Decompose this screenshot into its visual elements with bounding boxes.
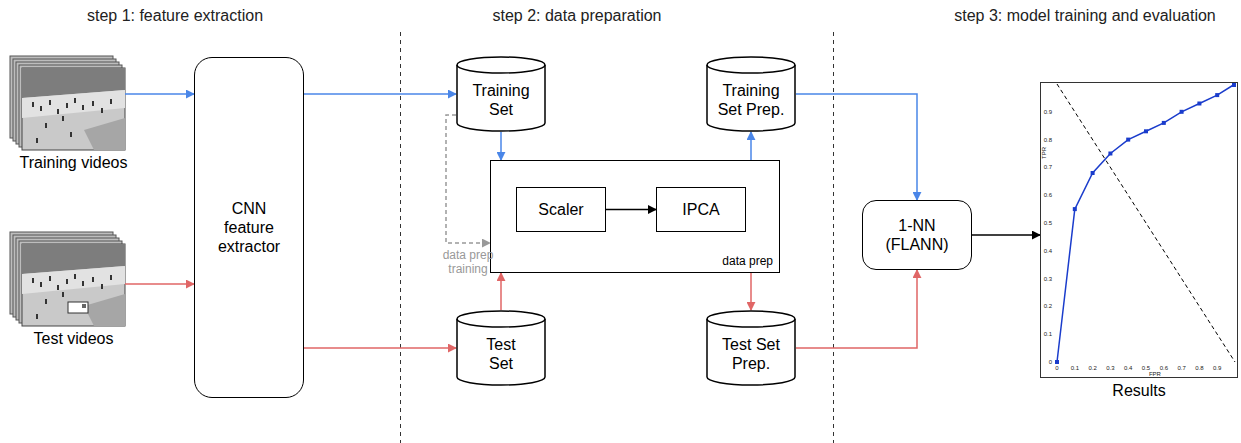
axis-tick: 0.9: [1044, 109, 1052, 115]
axis-tick: 0.1: [1044, 331, 1052, 337]
connector: [606, 209, 656, 211]
axis-tick: 0.9: [1213, 365, 1221, 371]
axis-tick: 0.3: [1106, 365, 1114, 371]
process-box: CNN feature extractor: [194, 57, 304, 398]
axis-tick: 0.2: [1044, 303, 1052, 309]
node-text: Test Set: [476, 335, 526, 373]
divider-lines: [401, 32, 834, 443]
axis-tick: 0: [1049, 359, 1052, 365]
axis-tick: 0.7: [1044, 164, 1052, 170]
node-text: CNN feature extractor: [209, 199, 289, 257]
video-frames: [10, 232, 125, 326]
axis-tick: 0.5: [1044, 220, 1052, 226]
connector: [750, 132, 752, 160]
axis-tick: 0.7: [1177, 365, 1185, 371]
connector: [500, 132, 502, 160]
connector: [125, 93, 194, 95]
data-cylinder: Training Set Prep.: [706, 56, 796, 132]
node-text: IPCA: [682, 200, 719, 219]
connector: [796, 270, 917, 348]
data-cylinder: Training Set: [456, 56, 546, 132]
edge-label: data prep training: [438, 248, 498, 277]
axis-title: FPR: [1149, 371, 1161, 377]
video-frames: [10, 56, 125, 150]
video-stack: Test videos: [22, 244, 125, 326]
data-cylinder: Test Set Prep.: [706, 310, 796, 386]
axis-title: TPR: [1041, 147, 1047, 159]
axis-tick: 0.2: [1088, 365, 1096, 371]
connector: [750, 273, 752, 310]
axis-tick: 0.8: [1195, 365, 1203, 371]
node-text: Training Set Prep.: [713, 81, 789, 119]
step-heading: step 1: feature extraction: [87, 6, 263, 25]
connector: [304, 347, 456, 349]
axis-tick: 0.8: [1044, 137, 1052, 143]
connector: [125, 283, 194, 285]
axis-tick: 0: [1055, 365, 1058, 371]
connector: [796, 94, 917, 200]
node-text: Training Set: [463, 81, 539, 119]
axis-tick: 0.4: [1124, 365, 1132, 371]
process-box: Scaler: [516, 187, 606, 232]
process-box: IPCA: [656, 187, 746, 232]
process-box: 1-NN (FLANN): [862, 200, 972, 270]
step-heading: step 2: data preparation: [492, 6, 661, 25]
connector: [972, 234, 1040, 236]
group-box: data prep Scaler IPCA: [490, 160, 780, 273]
axis-tick: 0.3: [1044, 276, 1052, 282]
connector: [446, 115, 490, 243]
connector: [304, 93, 456, 95]
step-heading: step 3: model training and evaluation: [954, 6, 1216, 25]
axis-tick: 0.6: [1160, 365, 1168, 371]
node-text: Training videos: [20, 153, 128, 172]
node-text: Results: [1112, 381, 1165, 400]
node-text: data prep: [722, 254, 773, 268]
axis-tick: 0.5: [1142, 365, 1150, 371]
data-cylinder: Test Set: [456, 310, 546, 386]
node-text: Scaler: [538, 200, 583, 219]
node-text: Test videos: [33, 329, 113, 348]
node-text: 1-NN (FLANN): [877, 216, 957, 254]
roc-chart: [1055, 83, 1236, 364]
chart-frame: Results: [1040, 82, 1238, 378]
axis-tick: 0.6: [1044, 192, 1052, 198]
connector: [500, 273, 502, 310]
video-stack: Training videos: [22, 68, 125, 150]
axis-tick: 0.1: [1071, 365, 1079, 371]
node-text: Test Set Prep.: [713, 335, 789, 373]
axis-tick: 0.4: [1044, 248, 1052, 254]
